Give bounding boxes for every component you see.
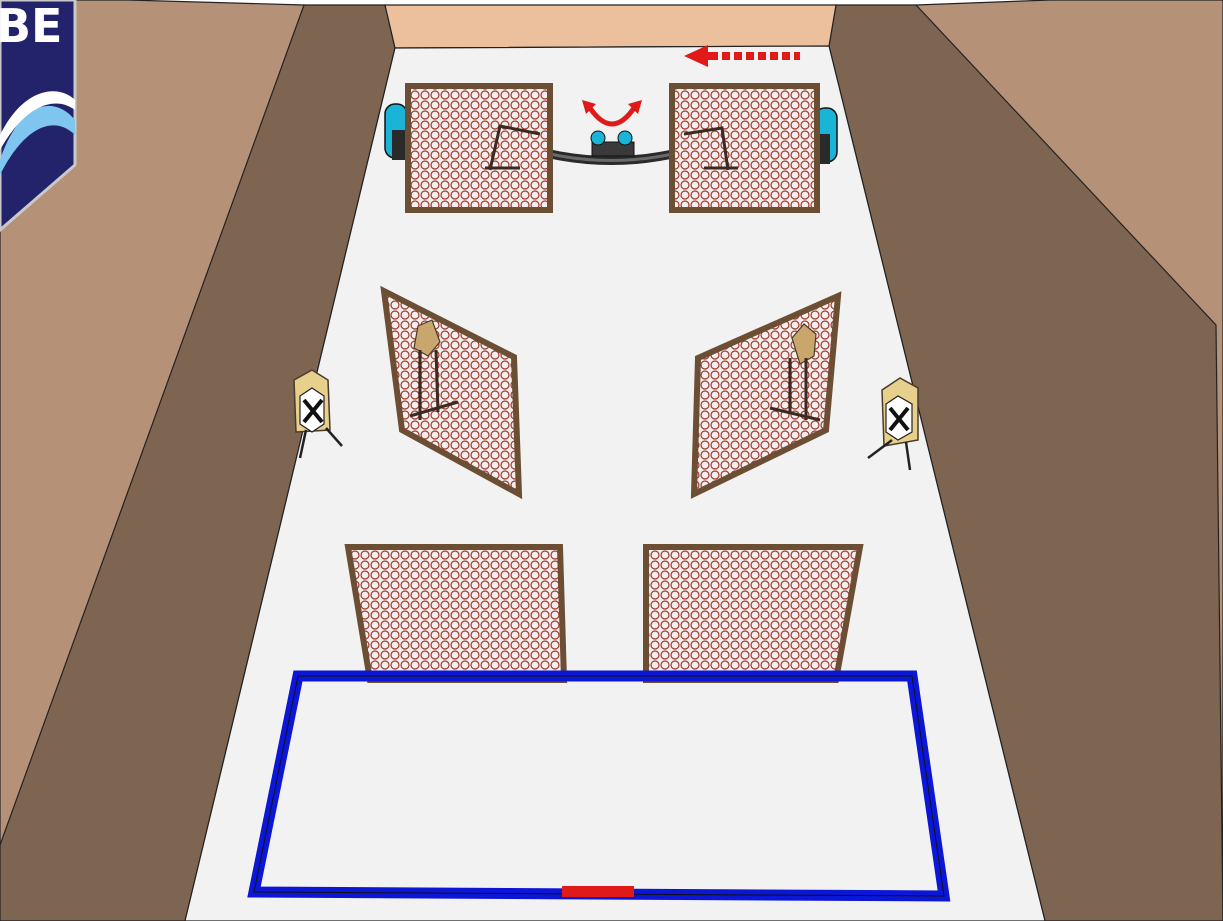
- target-right: [867, 377, 919, 471]
- x-mark-icon: [302, 398, 324, 424]
- net-back-right: [669, 83, 820, 213]
- target-left: [293, 369, 343, 459]
- net-front-right: [643, 544, 864, 683]
- x-mark-icon: [888, 406, 910, 432]
- back-wall: [384, 4, 837, 49]
- arena-floor: [184, 45, 1046, 921]
- start-zone: [247, 670, 951, 902]
- net-middle-right: [690, 291, 842, 499]
- curved-double-arrow-icon: [582, 100, 642, 127]
- start-line-mark: [562, 886, 634, 897]
- arrow-left-icon: [684, 45, 800, 67]
- net-front-left: [344, 544, 568, 683]
- rail-cart: [590, 130, 635, 157]
- logo-badge: BE: [0, 0, 77, 232]
- net-middle-left: [380, 285, 523, 500]
- logo-text: BE: [0, 0, 62, 53]
- net-back-left: [405, 83, 553, 213]
